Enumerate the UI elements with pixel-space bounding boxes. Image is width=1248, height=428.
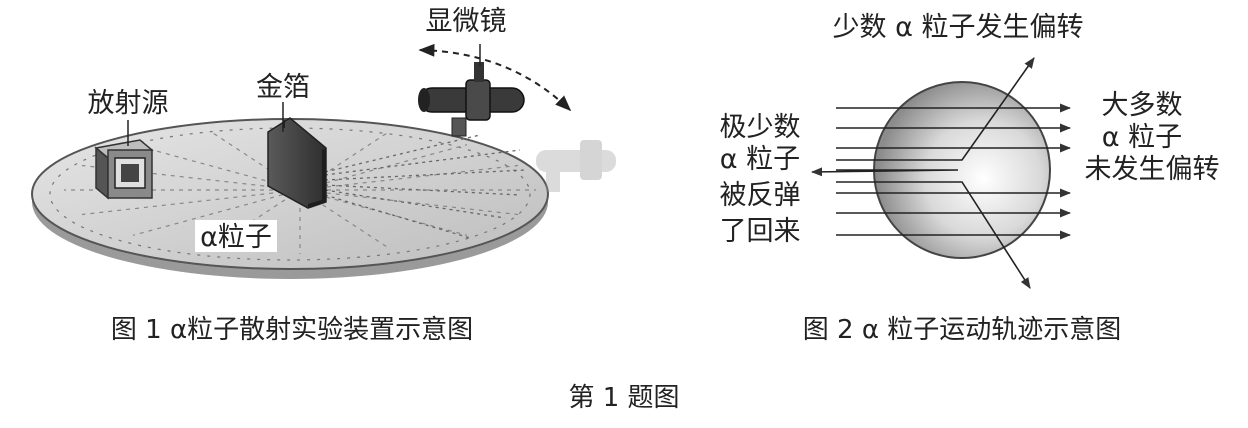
particle-label-bg (195, 220, 277, 252)
label-source: 放射源 (88, 88, 169, 119)
caption-question: 第 1 题图 (568, 383, 679, 413)
label-alpha-particle: α粒子 (200, 222, 272, 253)
undeflected-trajectories (836, 103, 1072, 240)
apparatus-illustration (31, 43, 616, 279)
label-rebound-2: α 粒子 (720, 144, 800, 175)
label-rebound-1: 极少数 (720, 112, 801, 143)
caption-figure-2: 图 2 α 粒子运动轨迹示意图 (803, 315, 1121, 345)
deflected-up-trajectory (836, 57, 1035, 161)
label-few-deflected: 少数 α 粒子发生偏转 (833, 12, 1084, 43)
label-foil: 金箔 (256, 72, 310, 103)
label-microscope: 显微镜 (426, 6, 507, 37)
radioactive-source (94, 139, 154, 200)
microscope-ghost (536, 140, 616, 192)
label-majority-1: 大多数 (1102, 90, 1183, 121)
label-rebound-4: 了回来 (720, 216, 801, 247)
microscope (418, 62, 525, 137)
scattered-beam (324, 134, 526, 239)
label-majority-2: α 粒子 (1102, 122, 1182, 153)
label-majority-3: 未发生偏转 (1085, 154, 1220, 185)
label-rebound-3: 被反弹 (720, 180, 801, 211)
caption-figure-1: 图 1 α粒子散射实验装置示意图 (111, 315, 473, 345)
trajectory-diagram (810, 57, 1072, 289)
deflected-down-trajectory (836, 181, 1031, 289)
gold-foil (267, 117, 327, 209)
rebound-trajectory (810, 167, 959, 177)
rotation-arrow (418, 43, 572, 112)
